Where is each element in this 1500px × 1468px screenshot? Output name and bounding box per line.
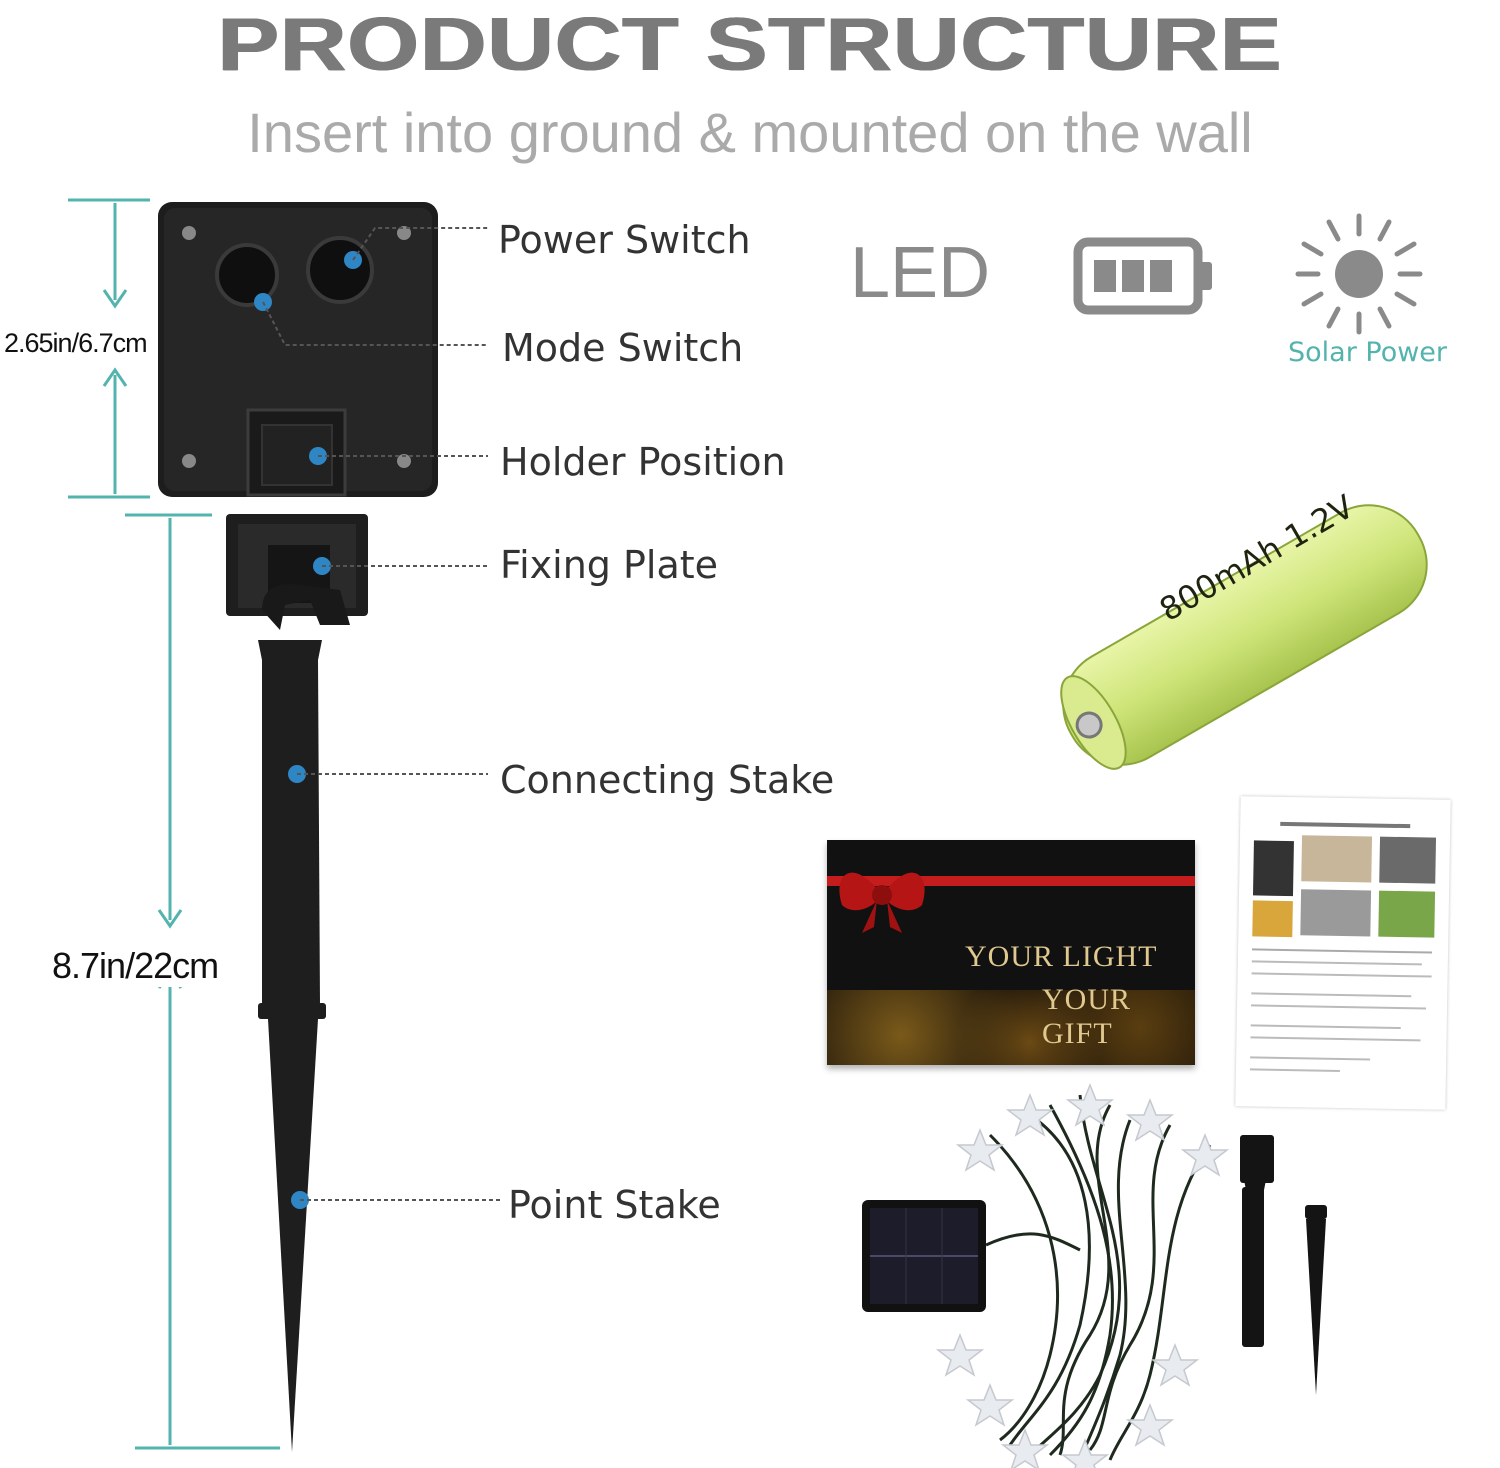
mini-solar-panel (862, 1200, 986, 1312)
stake-length-dimension: 8.7in/22cm (52, 945, 219, 987)
battery-image: 800mAh 1.2V (1035, 487, 1455, 770)
callout-leaders (262, 227, 500, 1201)
label-power-switch: Power Switch (498, 218, 751, 262)
sun-icon (1295, 213, 1423, 335)
battery-icon (1073, 237, 1212, 315)
page-subtitle: Insert into ground & mounted on the wall (247, 101, 1253, 164)
label-connecting-stake: Connecting Stake (500, 758, 835, 802)
page-title: PRODUCT STRUCTURE (217, 2, 1283, 87)
led-label: LED (850, 233, 991, 313)
gift-text-line2: YOUR GIFT (1042, 983, 1132, 1050)
instruction-manual (1235, 796, 1451, 1110)
label-point-stake: Point Stake (508, 1183, 721, 1227)
label-holder-position: Holder Position (500, 440, 786, 484)
gift-box: YOUR LIGHT YOUR GIFT (827, 840, 1195, 1065)
ribbon-bow-icon (839, 872, 925, 933)
panel-height-dimension: 2.65in/6.7cm (2, 328, 149, 359)
solar-power-label: Solar Power (1288, 337, 1448, 368)
panel-dimension-line (68, 198, 150, 499)
label-fixing-plate: Fixing Plate (500, 543, 719, 587)
label-mode-switch: Mode Switch (502, 326, 744, 370)
gift-text-line1: YOUR LIGHT (965, 940, 1158, 973)
stake-assembly (226, 514, 368, 1452)
star-lights (935, 1082, 1230, 1468)
product-contents (862, 1082, 1327, 1468)
solar-panel-unit (158, 202, 438, 497)
